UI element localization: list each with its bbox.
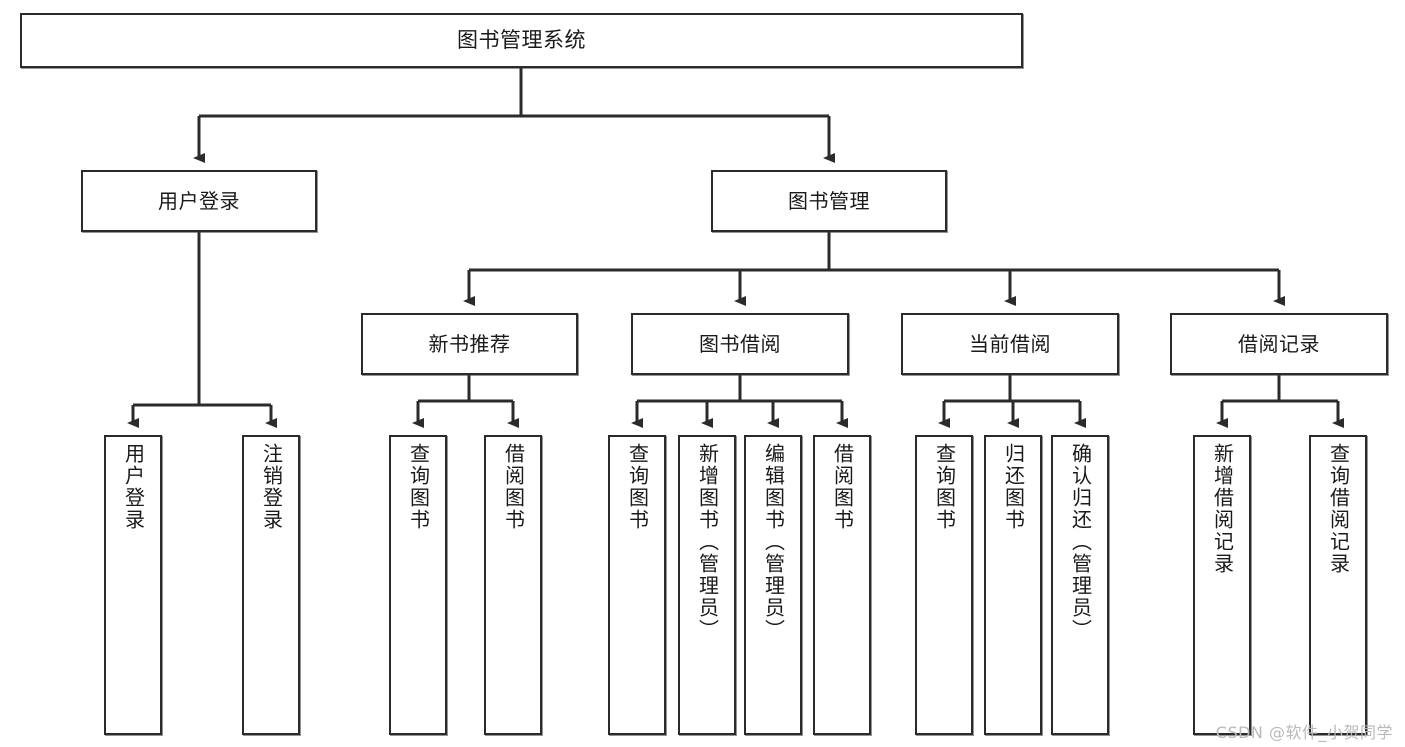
leaf-query-record[interactable]: 查询借阅记录 [1309, 435, 1367, 735]
leaf-user-login[interactable]: 用户登录 [104, 435, 162, 735]
node-borrow-record[interactable]: 借阅记录 [1170, 313, 1388, 375]
node-label: 用户登录 [158, 188, 240, 213]
leaf-edit-book[interactable]: 编辑图书（管理员） [744, 435, 802, 735]
node-label: 新增借阅记录 [1210, 443, 1235, 575]
leaf-query-book-new-rec[interactable]: 查询图书 [389, 435, 447, 735]
node-label: 图书管理系统 [457, 28, 586, 53]
node-label: 借阅图书 [830, 443, 855, 531]
leaf-add-book[interactable]: 新增图书（管理员） [678, 435, 736, 735]
node-label: 图书管理 [788, 188, 870, 213]
node-label: 用户登录 [121, 443, 146, 531]
leaf-query-book-current[interactable]: 查询图书 [915, 435, 973, 735]
node-label: 确认归还（管理员） [1068, 443, 1093, 641]
node-root-system[interactable]: 图书管理系统 [20, 13, 1023, 68]
node-label: 查询图书 [932, 443, 957, 531]
node-label: 查询图书 [625, 443, 650, 531]
node-label: 新增图书（管理员） [695, 443, 720, 641]
node-label: 编辑图书（管理员） [761, 443, 786, 641]
node-label: 借阅图书 [501, 443, 526, 531]
node-label: 归还图书 [1001, 443, 1026, 531]
node-label: 新书推荐 [428, 331, 511, 356]
leaf-return-book[interactable]: 归还图书 [984, 435, 1042, 735]
node-label: 注销登录 [259, 443, 284, 531]
leaf-confirm-return[interactable]: 确认归还（管理员） [1051, 435, 1109, 735]
node-label: 查询借阅记录 [1326, 443, 1351, 575]
leaf-borrow-book-new-rec[interactable]: 借阅图书 [484, 435, 542, 735]
leaf-borrow-book[interactable]: 借阅图书 [813, 435, 871, 735]
node-book-borrow[interactable]: 图书借阅 [631, 313, 849, 375]
leaf-add-record[interactable]: 新增借阅记录 [1193, 435, 1251, 735]
node-user-login[interactable]: 用户登录 [81, 170, 317, 232]
node-book-manage[interactable]: 图书管理 [711, 170, 947, 232]
watermark-text: CSDN @软件_小贺同学 [1215, 723, 1393, 742]
node-label: 当前借阅 [969, 331, 1051, 356]
node-current-borrow[interactable]: 当前借阅 [901, 313, 1119, 375]
node-label: 借阅记录 [1238, 331, 1320, 356]
leaf-logout[interactable]: 注销登录 [242, 435, 300, 735]
leaf-query-book-borrow[interactable]: 查询图书 [608, 435, 666, 735]
node-label: 查询图书 [406, 443, 431, 531]
node-new-book-rec[interactable]: 新书推荐 [361, 313, 578, 375]
node-label: 图书借阅 [699, 331, 781, 356]
